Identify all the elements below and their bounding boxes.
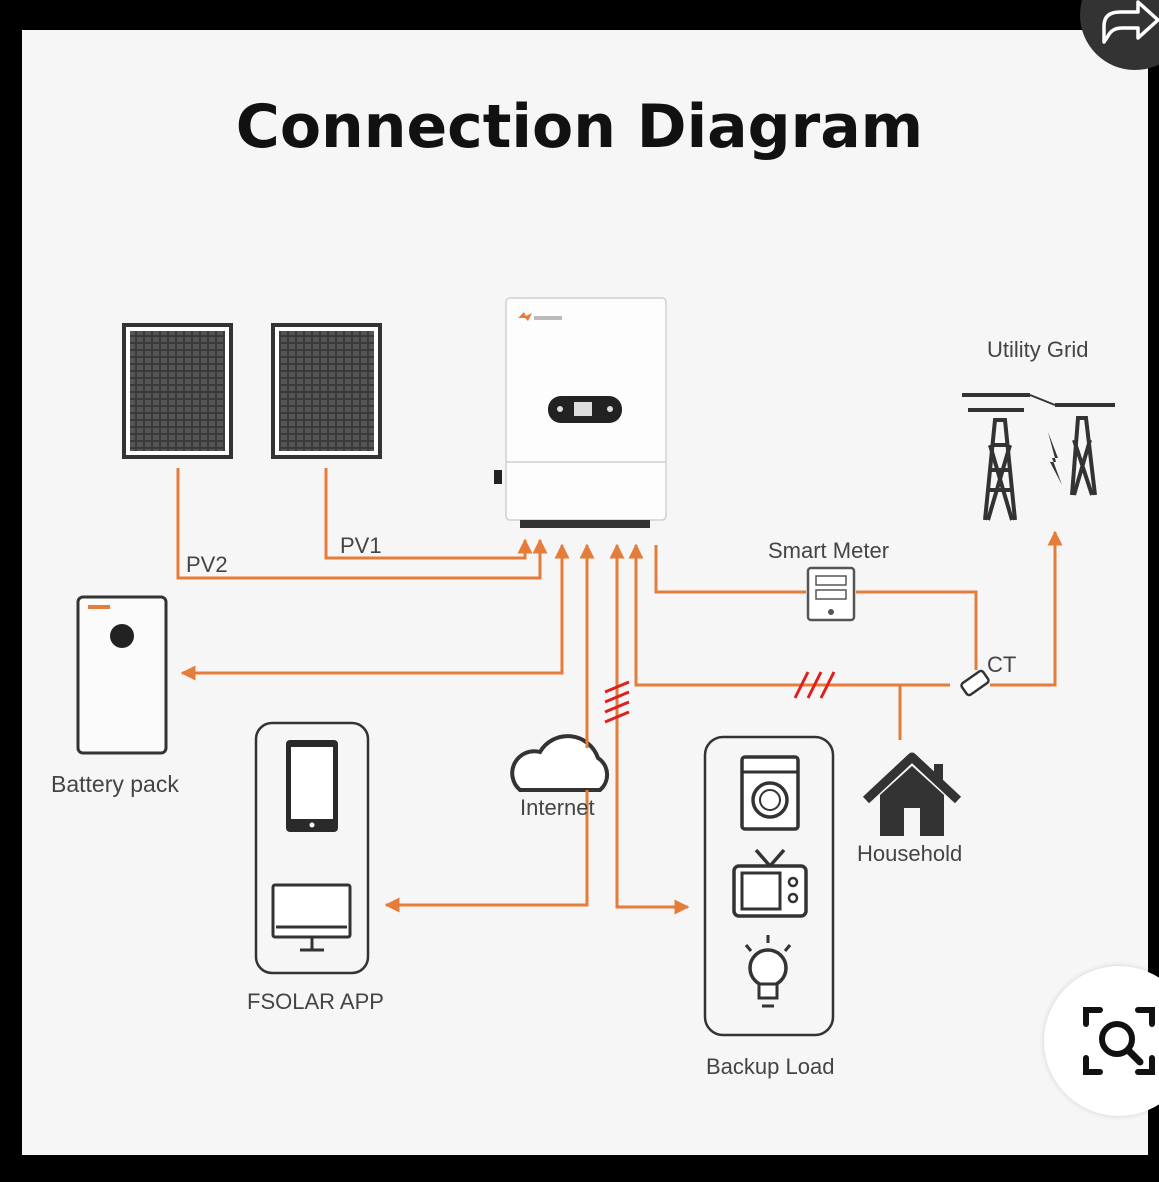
household-label: Household bbox=[857, 841, 963, 866]
utility-grid-label: Utility Grid bbox=[987, 337, 1089, 362]
grid-ac-wire bbox=[628, 543, 950, 687]
inverter bbox=[494, 297, 667, 528]
page-title: Connection Diagram bbox=[235, 92, 924, 162]
ct-label: CT bbox=[987, 652, 1017, 677]
inverter-logo bbox=[518, 312, 562, 321]
battery-pack-label: Battery pack bbox=[51, 771, 179, 797]
lightning-icon bbox=[1048, 432, 1062, 485]
app-wire bbox=[384, 790, 589, 913]
solar-panel-pv1 bbox=[271, 323, 382, 459]
house-icon bbox=[862, 752, 962, 836]
ac-phase-marks bbox=[604, 671, 836, 724]
pv1-label: PV1 bbox=[340, 533, 382, 558]
wiring bbox=[176, 468, 1063, 915]
battery-pack bbox=[76, 595, 168, 755]
smart-meter bbox=[806, 566, 856, 622]
battery-wire bbox=[180, 543, 570, 681]
visual-search-button[interactable] bbox=[1044, 966, 1159, 1116]
meter-wire bbox=[654, 545, 806, 594]
pv2-label: PV2 bbox=[186, 552, 228, 577]
visual-search-icon bbox=[1083, 1007, 1155, 1075]
share-button[interactable] bbox=[1080, 0, 1159, 70]
meter-ct-wire bbox=[856, 590, 978, 670]
backup-load-group bbox=[703, 735, 835, 1037]
washing-machine-icon bbox=[740, 755, 800, 831]
fsolar-app-label: FSOLAR APP bbox=[247, 989, 384, 1014]
pv2-wire bbox=[176, 468, 548, 580]
internet-label: Internet bbox=[520, 795, 595, 820]
tv-icon bbox=[732, 848, 808, 918]
share-icon bbox=[1102, 0, 1159, 44]
backup-wire bbox=[609, 543, 690, 915]
ct-clamp-icon bbox=[960, 669, 990, 697]
light-bulb-icon bbox=[744, 935, 792, 1008]
cloud-icon bbox=[510, 734, 610, 792]
ct-grid-wire bbox=[990, 530, 1063, 687]
app-device-group bbox=[254, 721, 370, 975]
solar-panel-pv2 bbox=[122, 323, 233, 459]
utility-grid-towers bbox=[962, 393, 1115, 521]
smart-meter-label: Smart Meter bbox=[768, 538, 890, 563]
backup-load-label: Backup Load bbox=[706, 1054, 835, 1079]
